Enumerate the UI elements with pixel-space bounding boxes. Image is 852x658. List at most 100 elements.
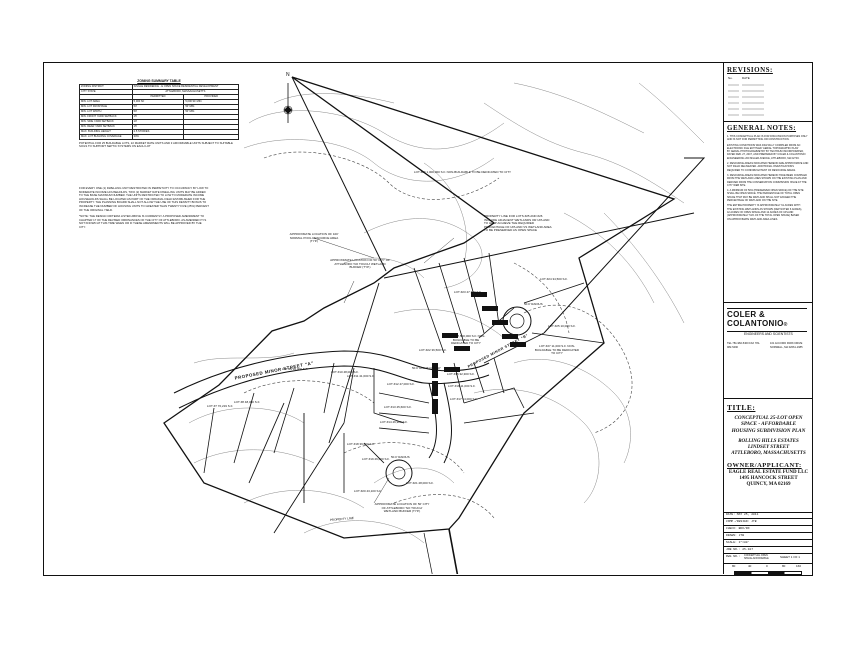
zoning-cell: [183, 133, 239, 140]
scale-tick: 80: [732, 564, 736, 568]
scale-tick: 160: [796, 564, 802, 568]
note-line: SPACE THAT MAY BE WETLAND SHALL NOT EXCE…: [727, 195, 797, 199]
note-line: 4. A MINIMUM OF 50% (PRESERVED OPEN SPAC…: [727, 189, 804, 193]
boundary-line-north: [291, 76, 387, 272]
note-line: EXISTING CONDITIONS WAS DIGITALLY COMPIL…: [727, 143, 801, 147]
info-row-scale: SCALE: 1"=80': [724, 540, 813, 547]
cul-de-sac-south: [385, 459, 413, 487]
lot-label: LOT #23 47,700 S.F.: [454, 290, 482, 294]
sheet-label: SHEET 1 OF 1: [780, 555, 800, 559]
lot-label: LOT #9 36,000 S.F.: [282, 367, 308, 371]
wetland-buffer-lines: [243, 151, 633, 519]
firm-name-line2: COLANTONIO: [727, 319, 784, 328]
note-line: ELECTRONIC FILE ENTITLED 'AERIAL TOPOGRA…: [727, 146, 799, 150]
note-line: THE EXISTING WETLANDS AS SHOWN (DEP NOTE…: [727, 207, 802, 211]
revisions-col-no: No.: [728, 76, 733, 80]
note-line: 3. RESOURCE AREAS INDICATED HEREON HAVE …: [727, 173, 807, 177]
note-line: OF THE ORIGINAL YIELD.: [79, 207, 113, 212]
owner-heading: OWNER/APPLICANT:: [727, 462, 802, 470]
note-line: NOT FIELD DELINEATED. ADDITIONAL INVESTI…: [727, 165, 794, 169]
property-line-south: [448, 528, 459, 574]
note-line: ENGINEERING 200 MILLER AVENUE, ATTLEBORO…: [727, 156, 800, 160]
project-line: LINDSEY STREET: [747, 445, 790, 451]
cul-de-sac-east-island: [509, 313, 525, 329]
note-line: DERIVED FROM THE CONSERVATION COMMISSION…: [727, 180, 807, 184]
radius-label-east: 50.0' RADIUS: [524, 302, 543, 306]
note-line: SHALL BE OPEN SPACE. THE PERCENTAGE OF T…: [727, 192, 801, 196]
right-of-way-label: 50.0' RIGHT OF WAY: [412, 366, 441, 370]
project-line: ATTLEBORO, MASSACHUSETTS: [731, 451, 806, 457]
info-row-design: COMP./DESIGN: JTB: [724, 519, 813, 526]
lot-label: LOT #22 36,500 S.F.: [419, 348, 447, 352]
property-line-south-2: [423, 532, 433, 574]
project-line: ROLLING HILLS ESTATES: [738, 439, 799, 445]
radius-label-south: 50.0' RADIUS: [391, 455, 410, 459]
wetland-buffer-callout-north: APPROXIMATE LOCATION OF 50' CITY OF ATTL…: [330, 258, 390, 269]
lot-label: LOT #10 48,000 S.F.: [331, 370, 359, 374]
lot-label: LOT #25 10,000 S.F.: [548, 324, 576, 328]
lot-label: LOT #15 32,300 S.F.: [447, 372, 475, 376]
drawing-title-line: SPACE - AFFORDABLE: [740, 421, 797, 428]
firm-section: COLER & COLANTONIO® ENGINEERS AND SCIENT…: [724, 302, 813, 399]
firm-registered-mark: ®: [783, 322, 788, 328]
general-notes-heading: GENERAL NOTES:: [727, 124, 797, 132]
lot-label: LOT #12 47,000 S.F.: [387, 382, 415, 386]
note-line: AND IS NOT FOR PERMITTING OR CONSTRUCTIO…: [727, 138, 790, 142]
lot-label: LOT #21 28,000 S.F.: [406, 481, 434, 485]
street-a-edge-south: [178, 365, 490, 409]
lot-label: LOT #24 34,500 S.F.: [540, 277, 568, 281]
general-notes-body: 1. THIS CONCEPTUAL PLAN IS FOR DISCUSSIO…: [727, 135, 808, 221]
note-line: THE ENTIRE PROPERTY IS APPROXIMATELY 61 …: [727, 204, 801, 208]
boundary-line-mid: [328, 282, 380, 444]
cul-de-sac-south-island: [392, 466, 406, 480]
title-block: REVISIONS: No. DATE GENERAL NOTES: 1. TH…: [723, 63, 813, 576]
zoning-footnote: POTENTIAL FOR 25 BUILDABLE LOTS, 22 MARK…: [79, 140, 233, 148]
scale-tick: 80: [782, 564, 786, 568]
note-line: INCREASE THE NUMBER OF HOUSING UNITS TO …: [79, 203, 210, 208]
note-line: REQUIRED TO CONFIRM EXTENT OF RESOURCE A…: [727, 168, 796, 172]
drawing-title: CONCEPTUAL 25-LOT OPEN SPACE - AFFORDABL…: [724, 415, 813, 434]
scale-bar: 80 40 0 80 160: [724, 564, 813, 576]
note-line: CHAPTER 17 OF THE REVISED ORDINANCES OF …: [79, 217, 207, 222]
dwg-row: DWG NO.: CONCEPTUAL OPEN SPACE-AFFORDABL…: [724, 554, 813, 564]
lot-label: LOT #20 43,100 S.F.: [354, 489, 382, 493]
wetland-buffer-callout-south: APPROXIMATE LOCATION OF 50' CITY OF ATTL…: [374, 502, 430, 513]
info-row-job: JOB NO.: 25-107: [724, 547, 813, 554]
firm-contact-right: 101 ACCORD PARK DRIVE NORWELL, MA 02061-…: [770, 342, 803, 349]
info-row-date: DATE: MAY 25, 2011: [724, 512, 813, 519]
note-line: PROPERTY. THE PLANNING BOARD SHALL NOT A…: [79, 200, 207, 205]
lot-27-callout: LOT #27 11,000 S.F. NON-BUILDABLE TO BE …: [534, 344, 580, 355]
note-line: CITY WEB SITE.: [727, 183, 746, 187]
lot-label: LOT #14 46,900 S.F.: [380, 420, 408, 424]
title-heading: TITLE:: [727, 403, 756, 412]
revisions-heading: REVISIONS:: [727, 66, 773, 74]
lot-label: LOT #8 48,000 S.F.: [234, 400, 260, 404]
lot-26-callout: LOT #26 1,000,000 S.F. NON-BUILDABLE TO …: [414, 170, 512, 174]
callout-leaders: [313, 237, 455, 504]
zoning-table-grid: ZONING DISTRICT:SINGLE RESIDENCE - E OPE…: [79, 83, 240, 140]
north-arrow: [283, 83, 293, 123]
lot-label: LOT #13 45,600 S.F.: [384, 405, 412, 409]
note-line: CITY.: [79, 224, 86, 229]
boundary-line-ne: [543, 157, 706, 334]
note-line: FROM THE WETLAND LINES SHOWN ON THE EXIS…: [727, 177, 807, 181]
lot-label: LOT #18 39,000 S.F.: [347, 442, 375, 446]
drawing-sheet: ZONING SUMMARY TABLE ZONING DISTRICT:SIN…: [43, 62, 813, 576]
title-section: TITLE: CONCEPTUAL 25-LOT OPEN SPACE - AF…: [724, 398, 813, 513]
project-info: ROLLING HILLS ESTATES LINDSEY STREET ATT…: [724, 439, 813, 457]
note-line: HOUSEHOLDS SHALL BE LOCATED AS PART OF T…: [79, 196, 206, 201]
zoning-table-title: ZONING SUMMARY TABLE: [137, 79, 181, 83]
note-line: 42 ACRES OF OPEN SPACE AND 12 ACRES OF U…: [727, 210, 794, 214]
owner-line: EAGLE REAL ESTATE FUND LLC: [728, 470, 809, 476]
lot-label: LOT #16 11,000 S.F.: [448, 384, 476, 388]
note-line: ON APPROXIMATE WETLAND AREA LINES.: [727, 217, 778, 221]
scale-tick: 0: [766, 564, 768, 568]
property-boundary: [163, 76, 676, 539]
info-row-check: CHECK: BDK/DO: [724, 526, 813, 533]
drawing-title-line: HOUSING SUBDIVISION PLAN: [731, 427, 806, 434]
zoning-cell: MAX. LOT BUILDING COVERAGE: [79, 133, 133, 140]
dwg-no-label: DWG NO.:: [726, 555, 741, 558]
drawing-title-line: CONCEPTUAL 25-LOT OPEN: [734, 415, 803, 421]
revisions-section: REVISIONS: No. DATE: [724, 63, 813, 122]
firm-name-line1: COLER &: [727, 310, 766, 319]
